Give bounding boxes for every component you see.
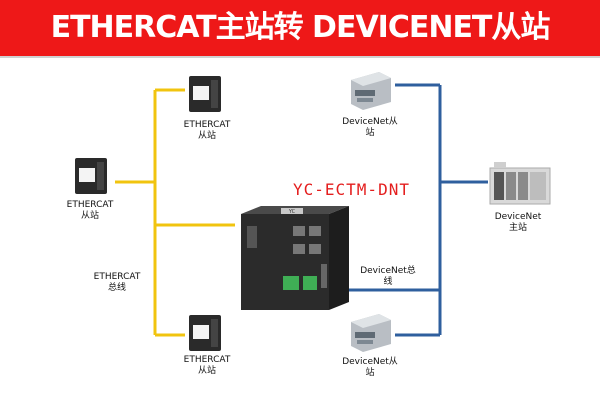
ethercat-slave-top-label: ETHERCAT 从站 [183,120,231,141]
title-divider [0,56,600,58]
ethercat-slave-icon [189,76,221,112]
ethercat-slave-icon [75,158,107,194]
gateway-model-label: YC-ECTM-DNT [293,180,410,199]
devicenet-slave-bottom-label: DeviceNet从 站 [342,357,398,378]
ethercat-bus-label: ETHERCAT 总线 [93,272,141,293]
ethercat-slave-bottom-label: ETHERCAT 从站 [183,355,231,376]
devicenet-bus-lines [345,83,488,337]
devicenet-slave-icon [351,314,391,352]
page-title: ETHERCAT主站转 DEVICENET从站 [0,0,600,56]
ethercat-slave-left-label: ETHERCAT 从站 [66,200,114,221]
devicenet-slave-top-label: DeviceNet从 站 [342,117,398,138]
gateway-device-icon: YC [241,206,349,310]
devicenet-master-label: DeviceNet 主站 [494,212,542,233]
gateway-brand-text: YC [288,209,296,215]
ethercat-slave-icon [189,315,221,351]
devicenet-master-icon [489,162,551,205]
devicenet-bus-label: DeviceNet总 线 [360,266,416,287]
ethercat-bus-lines [115,88,235,337]
devicenet-slave-icon [351,72,391,110]
